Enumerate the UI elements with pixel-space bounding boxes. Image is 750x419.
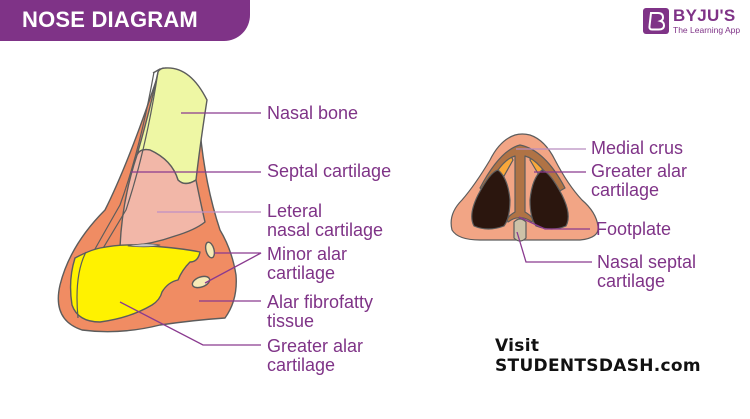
label-septal-cartilage: Septal cartilage	[267, 161, 392, 181]
minor-alar-shape-1	[204, 241, 216, 259]
label-minor-alar-cartilage: Minor alar cartilage	[267, 244, 348, 283]
brand-tagline: The Learning App	[673, 25, 741, 35]
label-nasal-septal-cartilage: Nasal septal cartilage	[597, 252, 697, 291]
dorsal-strip-2	[95, 71, 159, 261]
label-nasal-bone: Nasal bone	[267, 103, 359, 123]
label-medial-crus: Medial crus	[591, 138, 684, 158]
leader-nasal-septal	[516, 231, 592, 263]
leader-minor-alar	[204, 252, 262, 284]
label-footplate: Footplate	[596, 219, 672, 239]
minor-alar-shape-2	[191, 275, 211, 289]
septum-sliver	[127, 243, 161, 248]
dorsal-strip	[89, 71, 155, 259]
inferior-nose-illustration	[450, 133, 599, 242]
title-banner: NOSE DIAGRAM	[0, 0, 250, 41]
brand-b-icon	[643, 8, 669, 34]
leader-footplate	[518, 216, 590, 230]
lateral-leader-lines	[119, 112, 262, 346]
label-greater-alar-cartilage-inferior: Greater alar cartilage	[591, 161, 688, 200]
label-greater-alar-cartilage: Greater alar cartilage	[267, 336, 364, 375]
medial-crus-arch	[479, 144, 566, 223]
greater-alar-inner-edge	[76, 251, 87, 319]
label-alar-fibrofatty-tissue: Alar fibrofatty tissue	[267, 292, 374, 331]
leader-greater-alar	[119, 301, 261, 346]
nostril-left	[471, 169, 511, 230]
page-title: NOSE DIAGRAM	[22, 7, 198, 32]
label-lateral-nasal-cartilage: Leteral nasal cartilage	[267, 201, 384, 240]
watermark-text: Visit STUDENTSDASH.com	[495, 336, 701, 376]
brand-logo: BYJU'S The Learning App	[643, 6, 743, 37]
lateral-nose-illustration	[57, 67, 237, 333]
septal-tip-shape	[513, 218, 527, 242]
brand-name: BYJU'S	[673, 6, 736, 25]
inferior-leader-lines	[516, 148, 592, 263]
